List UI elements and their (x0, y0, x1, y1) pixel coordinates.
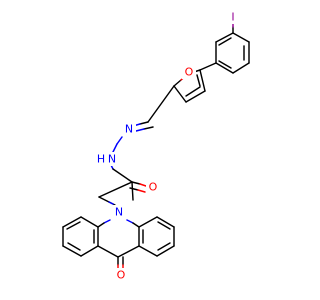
right-benzo-ring (138, 216, 175, 257)
atom-label-acridine-nitrogen: N (112, 205, 126, 219)
amide-group (109, 162, 147, 201)
amide-nitrogen-label: N (108, 153, 116, 166)
carbonyl-oxygen-label: O (149, 181, 158, 194)
left-benzo-ring (62, 216, 99, 257)
iodophenyl-ring (215, 32, 250, 74)
atom-label-iodine: I (226, 10, 240, 24)
methylene-link (98, 181, 133, 206)
acridine-nitrogen-label: N (115, 206, 123, 219)
structure-canvas: I O N H N O N O (62, 10, 250, 282)
atom-label-furan-oxygen: O (182, 65, 196, 79)
atom-label-imine-nitrogen: N (122, 122, 136, 136)
furan-oxygen-label: O (185, 66, 194, 79)
molecule-structure: I O N H N O N O (62, 10, 250, 282)
atom-label-amide-nitrogen: H N (94, 152, 120, 166)
acridone-oxygen-label: O (117, 269, 126, 282)
atom-label-carbonyl-oxygen: O (146, 180, 160, 194)
amide-hydrogen-label: H (97, 153, 105, 166)
phenyl-furan-link (199, 62, 217, 71)
acridone-core (97, 219, 140, 270)
hydrazone-chain (112, 85, 175, 153)
imine-nitrogen-label: N (125, 123, 133, 136)
atom-label-acridone-oxygen: O (114, 268, 128, 282)
iodine-label: I (231, 11, 234, 24)
